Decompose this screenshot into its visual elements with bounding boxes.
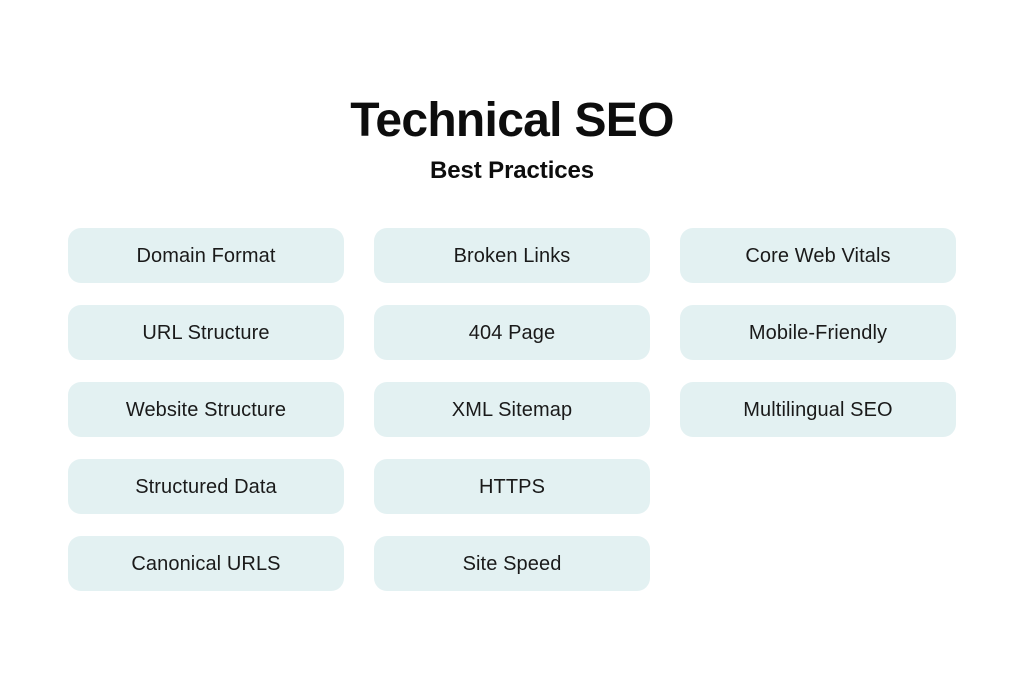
topic-card-label: Core Web Vitals	[745, 244, 891, 267]
topic-card-label: XML Sitemap	[451, 398, 573, 421]
topic-card[interactable]: 404 Page	[374, 305, 650, 360]
topic-card[interactable]: Site Speed	[374, 536, 650, 591]
topic-card[interactable]: Mobile-Friendly	[680, 305, 956, 360]
topic-column-3: Core Web Vitals Mobile-Friendly Multilin…	[680, 228, 956, 437]
topic-card-label: Multilingual SEO	[743, 398, 893, 421]
topic-column-1: Domain Format URL Structure Website Stru…	[68, 228, 344, 591]
topic-card-label: Mobile-Friendly	[748, 321, 888, 344]
topic-card[interactable]: Core Web Vitals	[680, 228, 956, 283]
topic-card-label: Website Structure	[125, 398, 287, 421]
page-title: Technical SEO	[350, 94, 674, 147]
topic-card-label: Domain Format	[136, 244, 276, 267]
topic-card-grid: Domain Format URL Structure Website Stru…	[68, 228, 956, 591]
poster-header: Technical SEO Best Practices	[0, 92, 1024, 186]
topic-card[interactable]: Structured Data	[68, 459, 344, 514]
topic-card[interactable]: Website Structure	[68, 382, 344, 437]
topic-card-label: Site Speed	[462, 552, 562, 575]
topic-card[interactable]: URL Structure	[68, 305, 344, 360]
topic-card[interactable]: HTTPS	[374, 459, 650, 514]
topic-card-label: Canonical URLS	[131, 552, 281, 575]
topic-column-2: Broken Links 404 Page XML Sitemap HTTPS …	[374, 228, 650, 591]
topic-card[interactable]: Broken Links	[374, 228, 650, 283]
topic-card[interactable]: Domain Format	[68, 228, 344, 283]
topic-card[interactable]: XML Sitemap	[374, 382, 650, 437]
topic-card[interactable]: Canonical URLS	[68, 536, 344, 591]
topic-card-label: 404 Page	[468, 321, 556, 344]
topic-card-label: HTTPS	[478, 475, 546, 498]
topic-card-label: URL Structure	[142, 321, 270, 344]
topic-card-label: Structured Data	[135, 475, 277, 498]
page-subtitle: Best Practices	[429, 157, 595, 184]
topic-card-label: Broken Links	[453, 244, 571, 267]
topic-card[interactable]: Multilingual SEO	[680, 382, 956, 437]
